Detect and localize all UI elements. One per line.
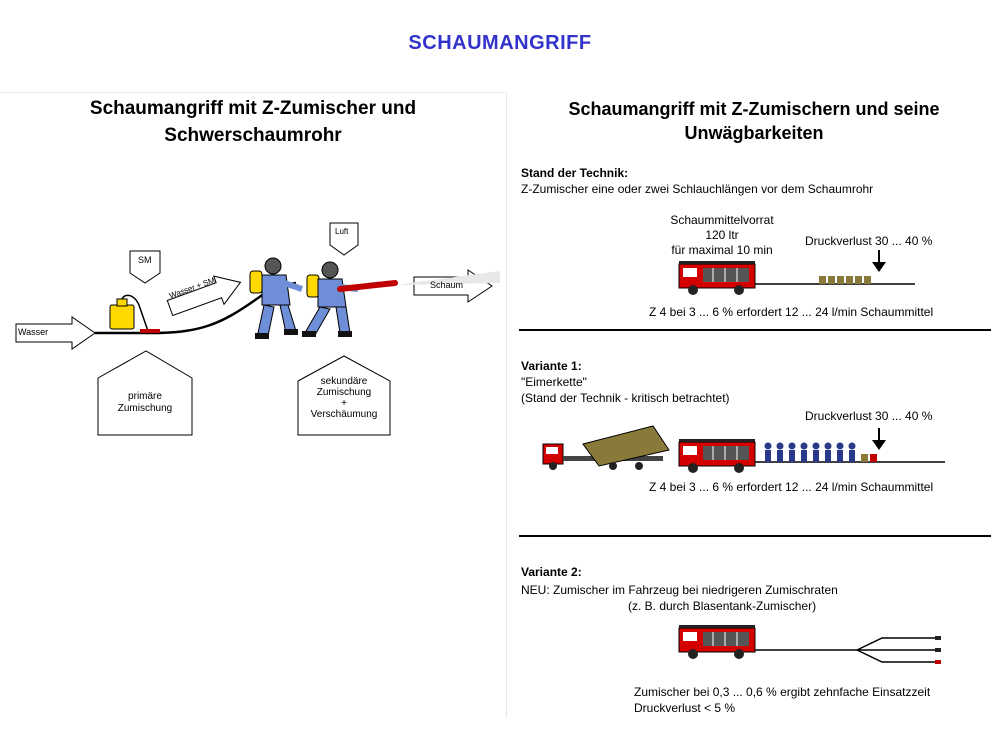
tag-sm [129,250,161,284]
canisters-1 [819,276,871,284]
hose-manifold [755,637,937,663]
left-title-line2: Schwerschaumrohr [164,125,342,146]
tag-luft [329,222,359,256]
divider-1 [519,329,991,331]
label-luft: Luft [335,227,349,236]
foam-concentrate-canister [109,298,135,330]
s3-line2: (z. B. durch Blasentank-Zumischer) [628,599,817,613]
fire-truck-2 [678,439,756,473]
page-title: SCHAUMANGRIFF [408,32,592,54]
canisters-2 [861,454,877,462]
label-wasser: Wasser [18,327,49,337]
left-title-line1: Schaumangriff mit Z-Zumischer und [89,98,417,119]
s3-footer1: Zumischer bei 0,3 ... 0,6 % ergibt zehnf… [634,685,931,699]
fire-truck-3 [678,625,756,659]
label-schaum: Schaum [430,280,464,290]
s1-vorrat-2: 120 ltr [705,228,739,242]
label-sekundaer-4: Verschäumung [310,409,378,420]
bucket-brigade-people [764,442,856,462]
left-diagram-panel: Schaumangriff mit Z-Zumischer und Schwer… [0,92,507,445]
label-sekundaer-1: sekundäre [320,376,368,387]
label-sm: SM [138,255,152,265]
s2-line2: (Stand der Technik - kritisch betrachtet… [521,391,730,405]
box-primaer [97,350,193,436]
s1-subtitle: Z-Zumischer eine oder zwei Schlauchlänge… [521,182,874,196]
right-diagram-panel: Schaumangriff mit Z-Zumischern und seine… [506,100,1000,718]
s1-heading: Stand der Technik: [521,166,629,180]
box-sekundaer [297,355,391,436]
foam-branch-pipe [337,280,398,292]
arrow-wasser-sm [166,275,242,317]
label-primaer-2: Zumischung [117,403,173,414]
s2-footer: Z 4 bei 3 ... 6 % erfordert 12 ... 24 l/… [649,480,934,494]
s3-heading: Variante 2: [521,565,582,579]
pressure-arrow-2 [872,428,886,450]
divider-2 [519,535,991,537]
label-sekundaer-3: + [341,398,347,409]
firefighter-2 [302,261,359,337]
dump-truck [542,425,670,470]
arrow-wasser [15,316,96,350]
s2-heading: Variante 1: [521,359,582,373]
firefighter-1 [249,257,303,339]
s3-footer2: Druckverlust < 5 % [634,701,736,715]
s1-vorrat-1: Schaummittelvorrat [670,213,774,227]
s2-line1: "Eimerkette" [521,375,587,389]
label-primaer-1: primäre [128,391,162,402]
fire-truck-1 [678,261,756,295]
right-diagram-graphics [519,250,991,664]
nozzles [935,636,941,664]
foam-attack-diagram [15,222,500,436]
label-sekundaer-2: Zumischung [316,387,372,398]
right-title-line2: Unwägbarkeiten [684,123,824,143]
right-title-line1: Schaumangriff mit Z-Zumischern und seine [568,100,940,119]
s3-line1: NEU: Zumischer im Fahrzeug bei niedriger… [521,583,838,597]
s2-druck: Druckverlust 30 ... 40 % [805,409,933,423]
foam-spray-cone [395,271,500,285]
s1-druck: Druckverlust 30 ... 40 % [805,234,933,248]
s1-footer: Z 4 bei 3 ... 6 % erfordert 12 ... 24 l/… [649,305,934,319]
s1-vorrat-3: für maximal 10 min [671,243,773,257]
pressure-arrow-1 [872,250,886,272]
